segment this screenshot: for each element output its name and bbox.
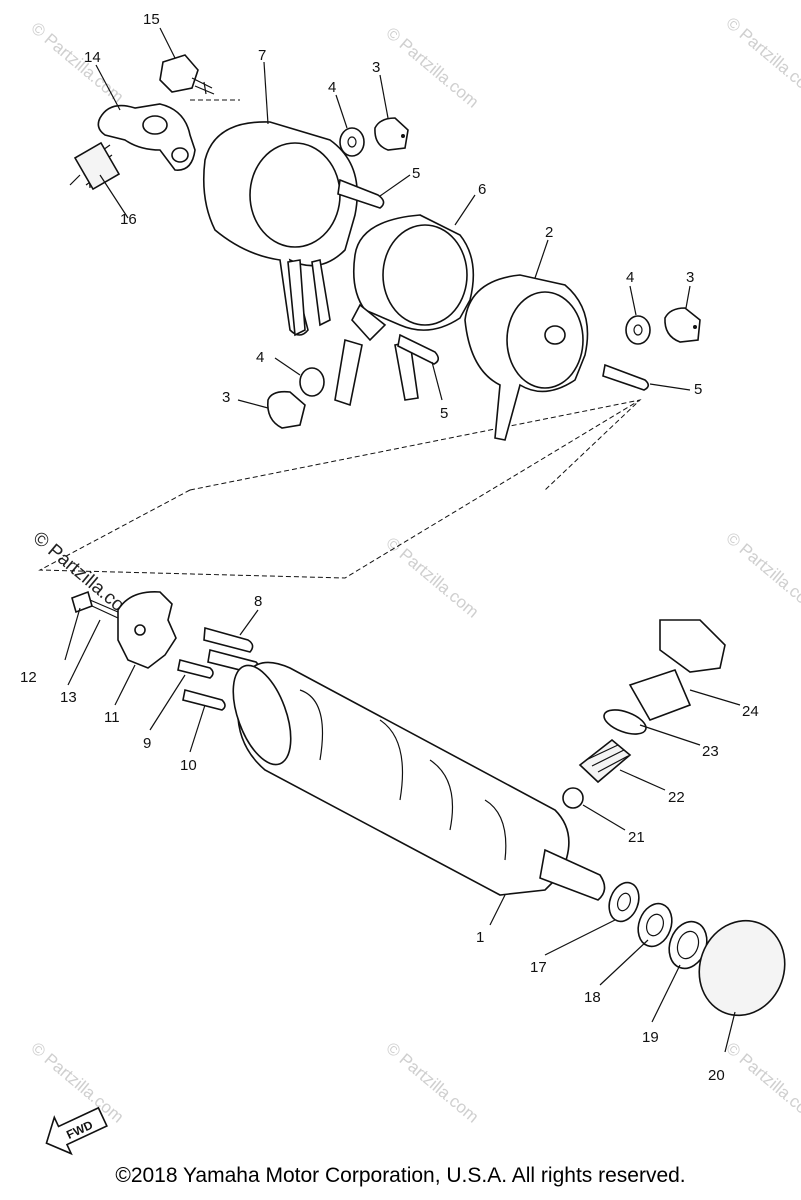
part-24-plug-bolt [628,619,726,721]
callout-4: 4 [328,79,336,96]
watermark: © Partzilla.com [722,1039,801,1127]
callout-5: 5 [694,381,702,398]
copyright-notice: ©2018 Yamaha Motor Corporation, U.S.A. A… [115,1164,686,1187]
callout-23: 23 [702,743,719,760]
callout-12: 12 [20,669,37,686]
callout-5: 5 [440,405,448,422]
callout-19: 19 [642,1029,659,1046]
assembly-boundary [38,99,642,579]
part-10-pin [182,689,226,711]
callout-3: 3 [372,59,380,76]
callout-22: 22 [668,789,685,806]
callout-21: 21 [628,829,645,846]
part-5-pin-mid [397,333,440,365]
part-5-pin-right [602,363,650,391]
part-5-pin-top [337,178,385,209]
callout-4: 4 [626,269,634,286]
callout-8: 8 [254,593,262,610]
callout-4: 4 [256,349,264,366]
callout-2: 2 [545,224,553,241]
callout-labels: 15 14 7 4 3 16 5 6 2 4 3 5 5 4 3 8 12 13… [20,11,759,1084]
callout-17: 17 [530,959,547,976]
part-3-guide-pin-top [374,117,409,151]
part-11-segment [117,591,177,669]
part-15-bolt [159,54,215,95]
part-22-spring [578,738,632,784]
part-6-shift-fork [334,214,475,407]
watermark: © Partzilla.com [27,19,127,107]
callout-16: 16 [120,211,137,228]
callout-6: 6 [478,181,486,198]
part-4-roller-right [625,315,651,345]
part-1-shift-drum [232,661,606,901]
callout-3: 3 [222,389,230,406]
part-21-ball [562,787,584,809]
part-3-guide-pin-right [664,307,701,343]
part-16-spring [69,141,121,191]
callout-13: 13 [60,689,77,706]
leader-lines [64,27,741,1053]
callout-9: 9 [143,735,151,752]
part-9-pin [177,659,214,679]
part-23-washer [603,709,647,735]
part-12-screw [71,590,119,619]
part-17-washer [608,881,640,923]
part-4-roller-left [299,367,325,397]
callout-15: 15 [143,11,160,28]
part-14-stopper-lever [97,103,196,171]
callout-18: 18 [584,989,601,1006]
part-4-roller-top [339,127,365,157]
part-7-shift-fork [202,121,358,337]
part-18-bearing [637,902,673,948]
callout-24: 24 [742,703,759,720]
callout-5: 5 [412,165,420,182]
callout-7: 7 [258,47,266,64]
callout-20: 20 [708,1067,725,1084]
watermark: © Partzilla.com [722,529,801,617]
part-2-shift-fork [464,274,589,441]
part-20-cover [698,919,786,1017]
callout-1: 1 [476,929,484,946]
part-3-guide-pin-left [266,390,306,429]
callout-3: 3 [686,269,694,286]
callout-11: 11 [104,709,120,726]
watermark: © Partzilla.com [722,14,801,102]
watermark: © Partzilla.com [382,1039,482,1127]
watermark: © Partzilla.com [382,24,482,112]
watermark: © Partzilla.com [27,1039,127,1127]
callout-14: 14 [84,49,101,66]
callout-10: 10 [180,757,197,774]
